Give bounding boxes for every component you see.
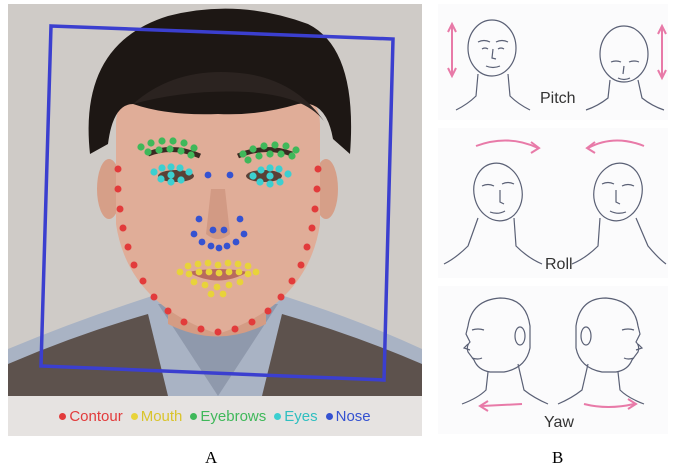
legend-item-contour: Contour bbox=[59, 408, 122, 425]
landmark-legend: Contour Mouth Eyebrows Eyes Nose bbox=[8, 396, 422, 436]
legend-item-eyebrows: Eyebrows bbox=[190, 408, 266, 425]
pitch-panel: Pitch bbox=[438, 4, 668, 120]
legend-label-contour: Contour bbox=[69, 408, 122, 425]
roll-panel: Roll bbox=[438, 128, 668, 278]
legend-item-mouth: Mouth bbox=[131, 408, 183, 425]
panel-label-b: B bbox=[552, 448, 563, 468]
legend-label-eyebrows: Eyebrows bbox=[200, 408, 266, 425]
legend-dot-contour bbox=[59, 413, 66, 420]
legend-dot-nose bbox=[326, 413, 333, 420]
legend-label-mouth: Mouth bbox=[141, 408, 183, 425]
yaw-heads bbox=[438, 286, 668, 434]
legend-label-eyes: Eyes bbox=[284, 408, 317, 425]
legend-item-eyes: Eyes bbox=[274, 408, 317, 425]
panel-a: Contour Mouth Eyebrows Eyes Nose bbox=[8, 4, 422, 436]
panel-label-a: A bbox=[205, 448, 217, 468]
legend-dot-eyes bbox=[274, 413, 281, 420]
face-photo bbox=[8, 4, 422, 396]
face-illustration bbox=[8, 4, 422, 396]
roll-label: Roll bbox=[545, 256, 573, 274]
legend-item-nose: Nose bbox=[326, 408, 371, 425]
yaw-panel: Yaw bbox=[438, 286, 668, 434]
pitch-label: Pitch bbox=[540, 90, 576, 108]
legend-dot-mouth bbox=[131, 413, 138, 420]
legend-dot-eyebrows bbox=[190, 413, 197, 420]
yaw-label: Yaw bbox=[544, 414, 574, 432]
legend-label-nose: Nose bbox=[336, 408, 371, 425]
panel-b: Pitch bbox=[438, 4, 668, 434]
